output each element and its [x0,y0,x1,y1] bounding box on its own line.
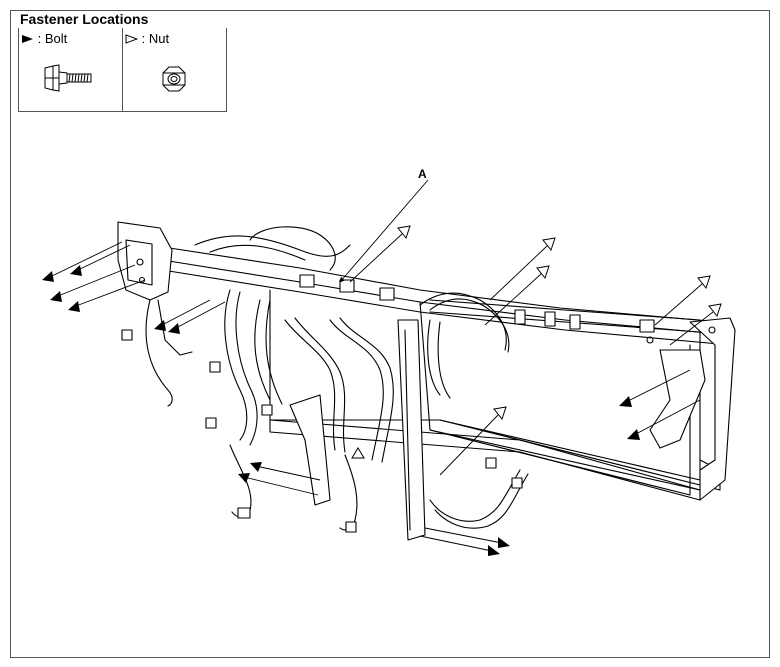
nut-arrowheads [351,225,722,459]
nut-callouts [339,179,714,476]
bolt-callouts [49,241,701,552]
legend-bolt-label: : Bolt [37,31,68,46]
callout-a-label: A [418,167,427,181]
bolt-icon [44,64,92,92]
nut-icon [162,66,186,92]
bolt-arrowheads [42,265,640,556]
filled-arrowhead-icon [22,35,33,43]
outlined-arrowhead-icon [125,34,139,44]
legend-nut-label: : Nut [141,31,170,46]
legend-nut-cell: : Nut [123,28,227,112]
legend-bolt-cell: : Bolt [18,28,123,112]
fastener-legend: : Bolt : Nut [18,28,227,112]
figure-title: Fastener Locations [20,11,149,27]
figure-frame [10,10,770,658]
